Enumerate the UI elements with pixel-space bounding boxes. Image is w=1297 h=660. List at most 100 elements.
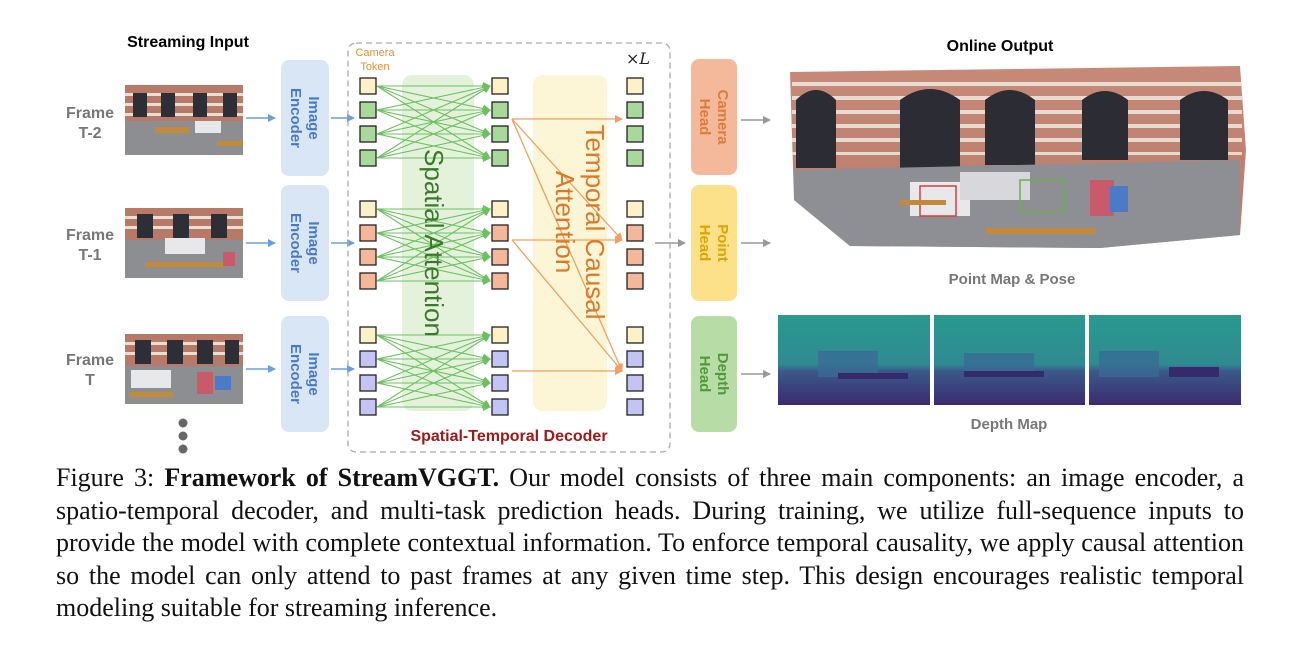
online-output-title: Online Output [947, 38, 1054, 55]
depth-map-3 [1089, 315, 1241, 405]
figure-caption: Figure 3: Framework of StreamVGGT. Our m… [56, 462, 1244, 625]
spatial-attention-edge [376, 232, 491, 282]
spatial-attention-edge [376, 85, 491, 159]
camera-token [491, 200, 509, 218]
spatial-attention-edge [376, 206, 491, 234]
streaming-input-title: Streaming Input [127, 34, 249, 51]
svg-text:Encoder: Encoder [287, 88, 304, 148]
spatial-attention-edge [376, 358, 491, 408]
patch-token [491, 398, 509, 416]
frame-image-t [125, 334, 243, 404]
svg-text:Head: Head [696, 99, 713, 136]
spatial-attention-text: Spatial Attention [419, 149, 449, 337]
spatial-attention-edge [376, 332, 491, 360]
svg-text:Attention: Attention [550, 171, 580, 274]
patch-token [359, 248, 377, 266]
patch-token [491, 272, 509, 290]
svg-text:Frame: Frame [66, 105, 114, 122]
camera-token [359, 200, 377, 218]
spatial-attention-edge [376, 208, 491, 258]
svg-text:Camera: Camera [355, 47, 395, 59]
camera-token [491, 326, 509, 344]
more-frames-dots [178, 418, 188, 454]
camera-token [626, 200, 644, 218]
frame-label-t: Frame T [66, 352, 114, 389]
svg-text:Head: Head [696, 225, 713, 262]
patch-token [359, 224, 377, 242]
patch-token [491, 374, 509, 392]
patch-token [359, 272, 377, 290]
spatial-attention-edge [376, 131, 491, 159]
spatial-attention-edge [376, 83, 491, 111]
patch-token [626, 272, 644, 290]
svg-text:Token: Token [360, 61, 389, 73]
patch-token [491, 125, 509, 143]
caption-text: Our model consists of three main compone… [56, 463, 1245, 622]
frame-image-t1 [125, 208, 243, 278]
spatial-attention-band [402, 75, 474, 411]
point-map-image [790, 66, 1246, 248]
spatial-attention-arrows [376, 82, 491, 411]
caption-bold-title: Framework of StreamVGGT. [164, 463, 500, 492]
patch-token [626, 374, 644, 392]
patch-token [359, 374, 377, 392]
repeat-label: ×L [626, 49, 650, 68]
camera-token [359, 77, 377, 95]
spatial-attention-edge [376, 254, 491, 282]
spatial-attention-edge [376, 334, 491, 384]
patch-token [626, 125, 644, 143]
point-map-label: Point Map & Pose [949, 271, 1076, 288]
svg-text:T: T [85, 372, 95, 389]
patch-token [626, 149, 644, 167]
decoder-title: Spatial-Temporal Decoder [410, 428, 607, 445]
svg-text:Encoder: Encoder [287, 344, 304, 404]
camera-token [359, 326, 377, 344]
patch-token [491, 101, 509, 119]
patch-token [491, 248, 509, 266]
svg-text:T-1: T-1 [78, 247, 101, 264]
patch-token [626, 398, 644, 416]
head-to-output-arrows [741, 116, 771, 378]
patch-token [359, 101, 377, 119]
encoder-to-token-arrows [331, 114, 355, 373]
spatial-attention-edge [376, 334, 491, 408]
depth-head: Depth Head [691, 316, 737, 432]
camera-token-label: Camera Token [355, 47, 395, 73]
svg-text:Frame: Frame [66, 352, 114, 369]
token-columns [359, 77, 644, 416]
frame-image-t2 [125, 85, 243, 155]
point-head: Point Head [691, 185, 737, 301]
image-encoder-t: Image Encoder [281, 316, 329, 432]
patch-token [359, 149, 377, 167]
patch-token [491, 224, 509, 242]
camera-head: Camera Head [691, 59, 737, 175]
svg-text:Image: Image [305, 352, 322, 395]
patch-token [359, 350, 377, 368]
spatial-attention-edge [376, 109, 491, 159]
spatial-attention-edge [376, 85, 491, 135]
spatial-attention-edge [376, 208, 491, 282]
image-encoder-t2: Image Encoder [281, 60, 329, 176]
camera-token [626, 77, 644, 95]
svg-text:Temporal Causal: Temporal Causal [580, 124, 610, 319]
depth-map-2 [934, 315, 1085, 405]
frame-label-t1: Frame T-1 [66, 227, 114, 264]
svg-text:T-2: T-2 [78, 125, 101, 142]
camera-token [626, 326, 644, 344]
image-encoder-t1: Image Encoder [281, 185, 329, 301]
depth-map-1 [778, 315, 930, 405]
framework-diagram: Streaming Input Online Output Frame T-2 … [66, 34, 1246, 454]
depth-map-label: Depth Map [971, 416, 1048, 433]
patch-token [626, 248, 644, 266]
svg-text:Encoder: Encoder [287, 213, 304, 273]
svg-text:Camera: Camera [714, 89, 731, 145]
svg-text:Point: Point [714, 224, 731, 262]
patch-token [491, 149, 509, 167]
patch-token [626, 224, 644, 242]
svg-text:Image: Image [305, 96, 322, 139]
temporal-attention-band [533, 75, 607, 411]
svg-text:Head: Head [696, 356, 713, 393]
temporal-causal-arrows [511, 115, 623, 375]
spatial-attention-edge [376, 380, 491, 408]
patch-token [359, 125, 377, 143]
